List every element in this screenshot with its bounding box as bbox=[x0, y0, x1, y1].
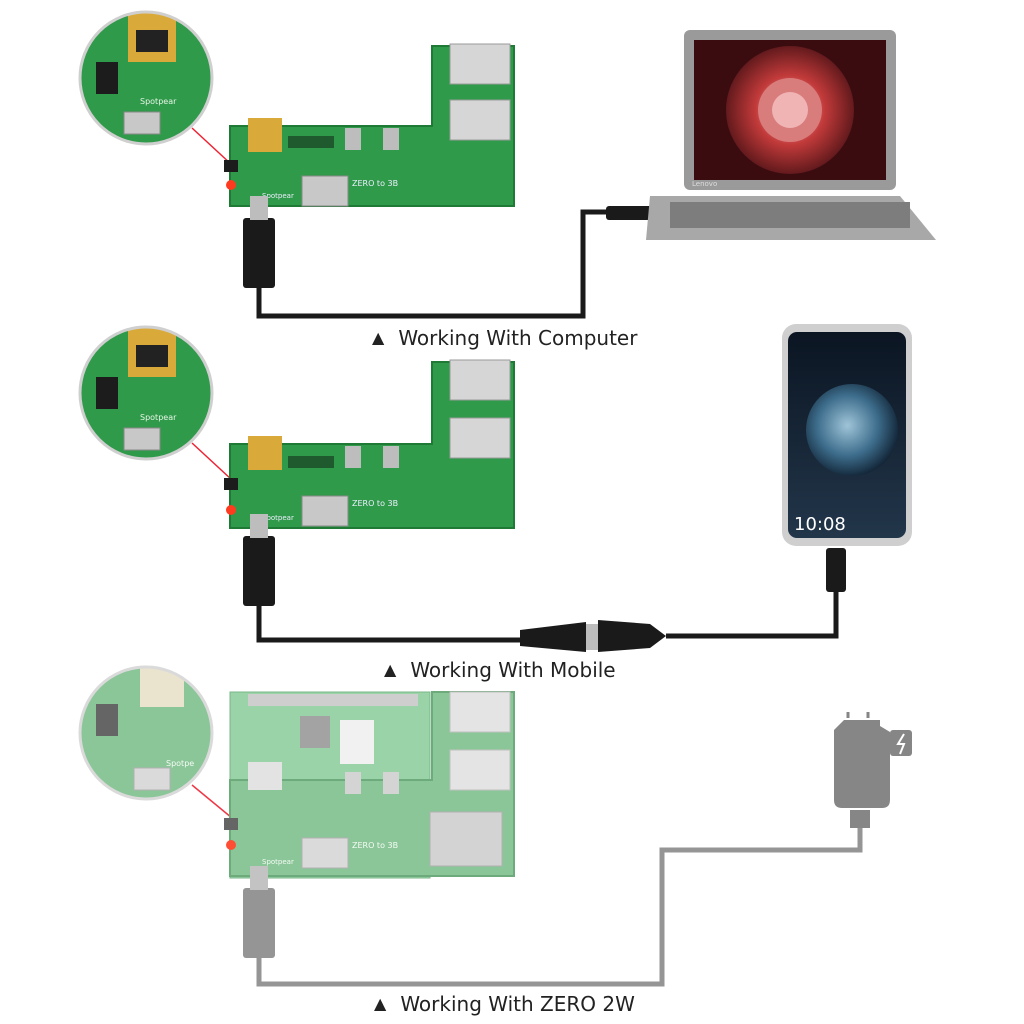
board-brand: Spotpear bbox=[262, 514, 294, 522]
led-indicator bbox=[226, 180, 236, 190]
board-label: ZERO to 3B bbox=[352, 179, 398, 188]
smartphone-icon: 10:08 bbox=[782, 324, 912, 546]
micro-usb-icon bbox=[383, 772, 399, 794]
zoom-bubble: Spotpear bbox=[78, 325, 233, 481]
usb-port-icon bbox=[449, 359, 511, 401]
triangle-marker-icon: ▲ bbox=[384, 660, 397, 679]
hdmi-port-icon bbox=[301, 495, 349, 527]
zoom-brand-text: Spotpear bbox=[140, 413, 177, 422]
caption-computer: ▲ Working With Computer bbox=[372, 326, 637, 350]
ethernet-port-icon bbox=[429, 811, 503, 867]
caption-text: Working With Computer bbox=[398, 326, 638, 350]
micro-usb-icon bbox=[383, 446, 399, 468]
caption-mobile: ▲ Working With Mobile bbox=[384, 658, 616, 682]
micro-usb-icon bbox=[345, 446, 361, 468]
zoom-bubble: Spotpe bbox=[78, 665, 233, 819]
phone-clock: 10:08 bbox=[794, 514, 846, 535]
scene-computer: Spotpear ZERO to 3B Spotpear bbox=[78, 10, 936, 319]
usb-port-icon bbox=[449, 749, 511, 791]
lightning-bolt-icon bbox=[896, 733, 906, 755]
caption-text: Working With Mobile bbox=[410, 658, 616, 682]
triangle-marker-icon: ▲ bbox=[374, 994, 387, 1013]
laptop-brand-text: Lenovo bbox=[692, 180, 717, 188]
board-brand: Spotpear bbox=[262, 858, 294, 866]
mini-hdmi-icon bbox=[248, 762, 282, 790]
board-brand: Spotpear bbox=[262, 192, 294, 200]
zoom-brand-text: Spotpear bbox=[140, 97, 177, 106]
caption-text: Working With ZERO 2W bbox=[400, 992, 635, 1016]
hdmi-port-icon bbox=[301, 837, 349, 869]
micro-usb-icon bbox=[383, 128, 399, 150]
power-cable bbox=[243, 810, 870, 987]
hdmi-port-icon bbox=[301, 175, 349, 207]
usb-port-icon bbox=[449, 99, 511, 141]
usb-port-icon bbox=[449, 417, 511, 459]
usb-cable bbox=[243, 196, 658, 319]
micro-usb-icon bbox=[345, 128, 361, 150]
board-label: ZERO to 3B bbox=[352, 841, 398, 850]
led-indicator bbox=[226, 840, 236, 850]
zoom-brand-text: Spotpe bbox=[166, 759, 194, 768]
micro-usb-icon bbox=[345, 772, 361, 794]
power-adapter-icon bbox=[834, 712, 912, 808]
zoom-bubble: Spotpear bbox=[78, 10, 233, 166]
otg-cable bbox=[243, 514, 846, 652]
adapter-board: ZERO to 3B Spotpear bbox=[224, 359, 515, 529]
mini-hdmi-icon bbox=[248, 436, 282, 470]
laptop-icon: Lenovo bbox=[646, 30, 936, 240]
usb-port-icon bbox=[449, 691, 511, 733]
scene-mobile: Spotpear ZERO to 3B Spotpear bbox=[78, 324, 912, 652]
mini-hdmi-icon bbox=[248, 118, 282, 152]
triangle-marker-icon: ▲ bbox=[372, 328, 385, 347]
led-indicator bbox=[226, 505, 236, 515]
scene-zero2w: Spotpe ZERO to 3B Spotpear bbox=[78, 665, 912, 987]
adapter-board: ZERO to 3B Spotpear bbox=[224, 43, 515, 207]
adapter-board: ZERO to 3B Spotpear bbox=[224, 691, 515, 877]
usb-port-icon bbox=[449, 43, 511, 85]
caption-zero2w: ▲ Working With ZERO 2W bbox=[374, 992, 635, 1016]
board-label: ZERO to 3B bbox=[352, 499, 398, 508]
